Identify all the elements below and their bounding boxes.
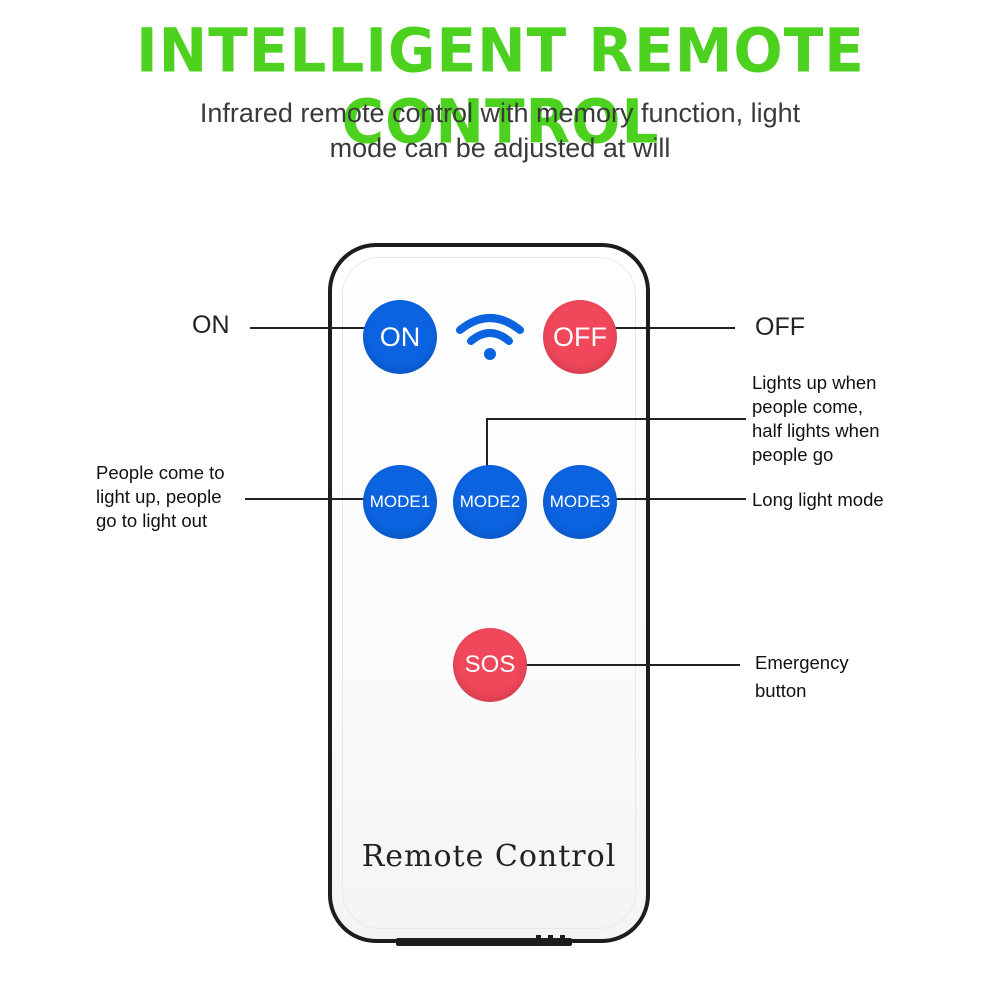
mode3-button-label: MODE3: [549, 492, 611, 511]
mode1-callout-line: light up, people: [96, 486, 222, 507]
sos-callout-line: Emergency: [755, 652, 849, 673]
page-title: INTELLIGENT REMOTE CONTROL: [136, 14, 865, 158]
on-connector: [250, 327, 400, 329]
mode2-callout: Lights up when people come, half lights …: [752, 371, 880, 467]
mode2-callout-line: people come,: [752, 396, 864, 417]
subtitle-line-2: mode can be adjusted at will: [329, 133, 671, 163]
mode3-button[interactable]: MODE3: [543, 465, 617, 539]
mode2-connector-horizontal: [486, 418, 746, 420]
mode1-connector: [245, 498, 400, 500]
sos-button[interactable]: SOS: [453, 628, 527, 702]
mode2-button-label: MODE2: [459, 492, 521, 511]
wifi-signal-icon: [456, 314, 524, 360]
mode2-callout-line: Lights up when: [752, 372, 877, 393]
subtitle-line-1: Infrared remote control with memory func…: [199, 98, 801, 128]
remote-bottom-edge: [396, 935, 572, 946]
mode1-callout-line: go to light out: [96, 510, 208, 531]
sos-connector: [490, 664, 740, 666]
remote-label: Remote Control: [361, 839, 617, 874]
off-connector: [580, 327, 735, 329]
mode2-callout-line: half lights when: [752, 420, 880, 441]
mode2-connector-vertical: [486, 418, 488, 498]
sos-button-label: SOS: [464, 651, 516, 678]
mode1-callout: People come to light up, people go to li…: [96, 461, 225, 533]
mode3-callout: Long light mode: [752, 489, 884, 510]
mode2-button[interactable]: MODE2: [453, 465, 527, 539]
mode1-callout-line: People come to: [96, 462, 225, 483]
mode1-button[interactable]: MODE1: [363, 465, 437, 539]
sos-callout: Emergency button: [755, 649, 849, 705]
remote-face: [342, 257, 636, 929]
mode1-button-label: MODE1: [369, 492, 431, 511]
on-button[interactable]: ON: [363, 300, 437, 374]
sos-callout-line: button: [755, 680, 807, 701]
subtitle: Infrared remote control with memory func…: [150, 96, 850, 166]
on-callout: ON: [192, 311, 230, 339]
mode2-callout-line: people go: [752, 444, 834, 465]
off-button[interactable]: OFF: [543, 300, 617, 374]
off-button-label: OFF: [553, 321, 607, 352]
mode3-connector: [580, 498, 746, 500]
on-button-label: ON: [379, 321, 421, 352]
off-callout: OFF: [755, 313, 805, 341]
